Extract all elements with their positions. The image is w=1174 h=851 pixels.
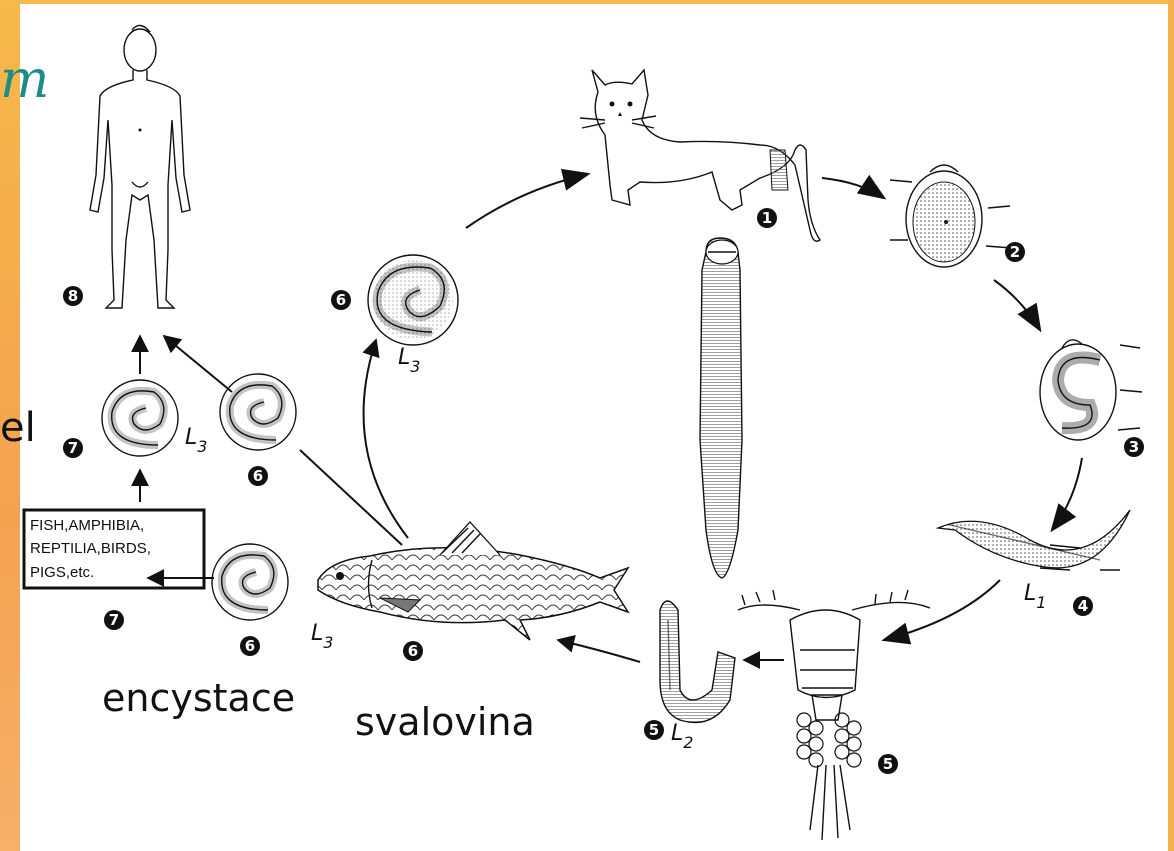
human-figure [90, 25, 190, 308]
l3-low-label: L3 [311, 621, 333, 652]
arrow-cat-to-egg [822, 178, 884, 198]
stage-5-copepod-number: 5 [883, 755, 893, 773]
arrow-l2-to-fish [558, 640, 640, 662]
paratenic-hosts-box: FISH,AMPHIBIA, REPTILIA,BIRDS, PIGS,etc. [24, 510, 204, 588]
l3-lower-cyst [212, 544, 288, 620]
stage-4-number: 4 [1078, 597, 1088, 615]
stage-6-fish-number: 6 [408, 642, 418, 660]
stage-8-number: 8 [68, 287, 78, 305]
caption-svalovina: svalovina [355, 700, 535, 744]
arrow-l3-to-cat [466, 174, 588, 228]
line-fish-to-middle-l3 [300, 450, 402, 545]
cat-host [580, 70, 820, 241]
box-line-1: FISH,AMPHIBIA, [30, 517, 144, 534]
l2-label: L2 [671, 721, 693, 752]
stage-1-number: 1 [762, 209, 772, 227]
caption-encystace: encystace [102, 676, 295, 720]
arrow-middle-cyst-to-human [164, 336, 232, 392]
l3-mid-label: L3 [185, 425, 207, 456]
cut-off-text-fragment: el [0, 405, 36, 451]
l3-middle-cyst [220, 374, 296, 450]
egg-stage [890, 165, 1012, 267]
adult-worm [700, 238, 742, 578]
copepod-host [738, 590, 930, 840]
box-line-3: PIGS,etc. [30, 564, 94, 581]
l1-label: L1 [1024, 581, 1046, 612]
embryonated-egg-stage [1040, 340, 1142, 440]
stage-7-box-number: 7 [109, 611, 119, 629]
stage-5-l2-number: 5 [649, 721, 659, 739]
arrow-egg-to-embryo [994, 280, 1040, 330]
l2-larva [660, 601, 735, 723]
l3-left-cyst [102, 380, 178, 456]
arrow-embryo-to-l1 [1052, 458, 1082, 530]
arrow-l1-to-copepod [884, 580, 1000, 640]
stage-2-number: 2 [1010, 243, 1020, 261]
fish-host [318, 522, 628, 640]
box-line-2: REPTILIA,BIRDS, [30, 540, 151, 557]
l3-upper-cyst [368, 255, 458, 345]
l1-larva [938, 510, 1130, 570]
cut-off-title-fragment: m [0, 50, 49, 110]
stage-6-lower-number: 6 [245, 637, 255, 655]
l3-upper-label: L3 [398, 345, 420, 376]
stage-3-number: 3 [1129, 438, 1139, 456]
stage-7-upper-number: 7 [68, 439, 78, 457]
stage-6-middle-number: 6 [253, 467, 263, 485]
stage-6-upper-number: 6 [336, 291, 346, 309]
